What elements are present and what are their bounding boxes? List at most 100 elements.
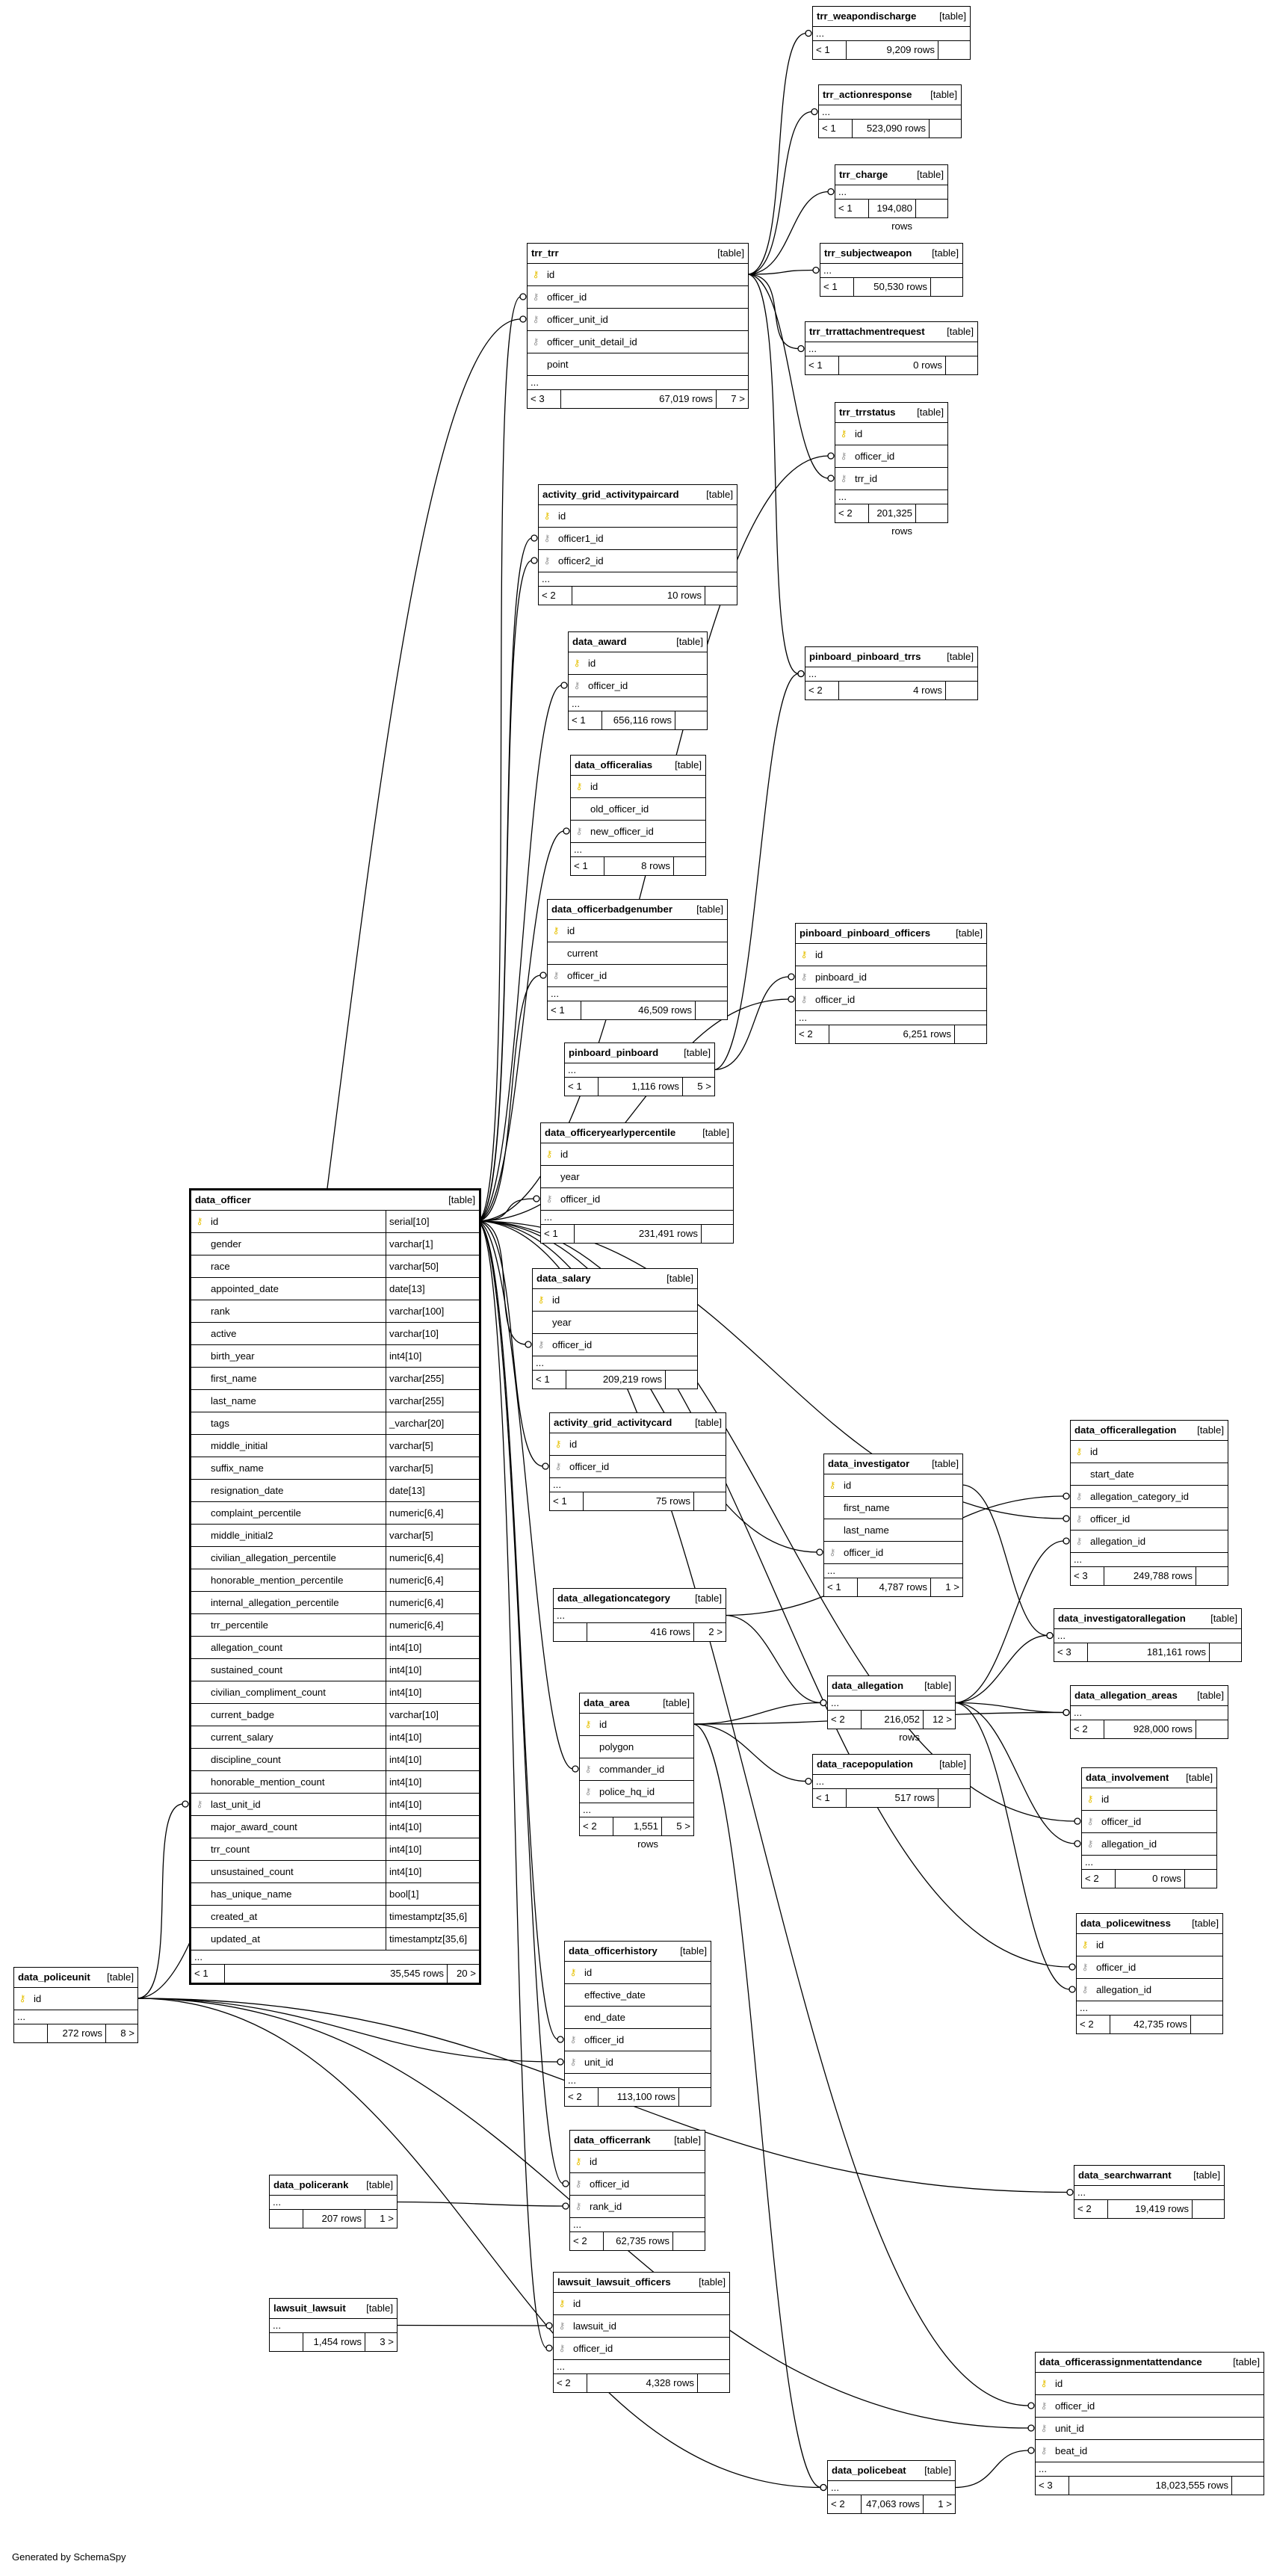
column-row[interactable]: ⚷officer_id [528,286,748,309]
column-row[interactable]: ⚷id [569,652,707,675]
parents-count[interactable]: < 1 [571,857,604,875]
column-row[interactable]: ⚷officer_id [569,675,707,697]
table-activity_grid_activitycard[interactable]: activity_grid_activitycard[table]⚷id⚷off… [549,1412,726,1511]
children-count[interactable] [666,1371,697,1389]
children-count[interactable]: 2 > [708,1626,723,1637]
table-name[interactable]: trr_actionresponse [823,89,912,100]
children-count[interactable] [1210,1643,1241,1661]
table-name[interactable]: data_officerhistory [569,1945,658,1956]
column-row[interactable]: ⚷officer_unit_detail_id [528,331,748,353]
children-count[interactable] [955,1025,986,1043]
table-data_officerrank[interactable]: data_officerrank[table]⚷id⚷officer_id⚷ra… [569,2130,705,2251]
children-count[interactable] [1191,2016,1222,2033]
column-row[interactable]: start_date [1071,1463,1228,1486]
column-row[interactable]: ⚷id [554,2293,729,2315]
table-name[interactable]: data_officerallegation [1074,1424,1177,1436]
children-count[interactable] [1196,1720,1228,1738]
parents-count[interactable] [270,2210,303,2228]
parents-count[interactable]: < 2 [1071,1720,1104,1738]
parents-count[interactable] [14,2024,48,2042]
column-row[interactable]: ⚷trr_id [835,468,947,490]
column-row[interactable]: last_name [824,1519,962,1542]
table-name[interactable]: trr_trrattachmentrequest [809,326,925,337]
children-count[interactable] [675,711,707,729]
children-count[interactable] [694,1492,726,1510]
column-row[interactable]: ⚷id [1082,1788,1216,1811]
column-row[interactable]: ⚷officer_id [565,2029,711,2051]
children-count[interactable] [938,41,970,59]
children-count[interactable]: 8 > [120,2027,134,2039]
column-row[interactable]: ⚷officer_id [554,2338,729,2360]
column-row[interactable]: ⚷id [14,1988,137,2010]
column-row[interactable]: ⚷officer_id [570,2173,705,2196]
table-data_involvement[interactable]: data_involvement[table]⚷id⚷officer_id⚷al… [1081,1767,1217,1888]
parents-count[interactable]: < 1 [835,200,869,217]
column-row[interactable]: ⚷id [570,2151,705,2173]
parents-count[interactable]: < 1 [541,1225,575,1243]
table-name[interactable]: data_officerbadgenumber [551,904,672,915]
column-row[interactable]: ⚷allegation_category_id [1071,1486,1228,1508]
column-row[interactable]: first_name [824,1497,962,1519]
children-count[interactable]: 5 > [676,1820,690,1832]
column-row[interactable]: ⚷officer_id [533,1334,697,1356]
column-row[interactable]: old_officer_id [571,798,705,821]
column-row[interactable]: ⚷allegation_id [1077,1979,1222,2001]
parents-count[interactable]: < 2 [1082,1870,1116,1888]
column-row[interactable]: ⚷unit_id [565,2051,711,2074]
column-row[interactable]: ⚷officer_unit_id [528,309,748,331]
column-row[interactable]: ⚷id [796,944,986,966]
children-count[interactable] [1232,2477,1264,2495]
parents-count[interactable]: < 3 [1054,1643,1088,1661]
table-name[interactable]: data_area [584,1697,630,1708]
column-row[interactable]: ⚷beat_id [1036,2440,1264,2462]
column-row[interactable]: ⚷id [1071,1441,1228,1463]
table-name[interactable]: trr_trrstatus [839,407,896,418]
parents-count[interactable]: < 1 [533,1371,566,1389]
table-name[interactable]: data_allegation [832,1680,904,1691]
column-row[interactable]: ⚷id [1036,2373,1264,2395]
parents-count[interactable]: < 2 [828,1711,862,1729]
column-row[interactable]: effective_date [565,1984,711,2007]
parents-count[interactable]: < 1 [820,278,854,296]
parents-count[interactable]: < 1 [805,356,839,374]
table-name[interactable]: data_searchwarrant [1078,2169,1172,2181]
column-row[interactable]: ⚷id [539,505,737,528]
table-name[interactable]: lawsuit_lawsuit_officers [557,2276,671,2288]
table-name[interactable]: data_policerank [273,2179,349,2190]
parents-count[interactable]: < 3 [1071,1567,1104,1585]
children-count[interactable] [946,682,977,699]
parents-count[interactable] [554,1623,587,1641]
column-row[interactable]: ⚷lawsuit_id [554,2315,729,2338]
children-count[interactable] [930,120,961,138]
table-name[interactable]: trr_charge [839,169,888,180]
children-count[interactable]: 12 > [932,1714,952,1725]
parents-count[interactable]: < 3 [1036,2477,1069,2495]
children-count[interactable] [916,200,947,217]
